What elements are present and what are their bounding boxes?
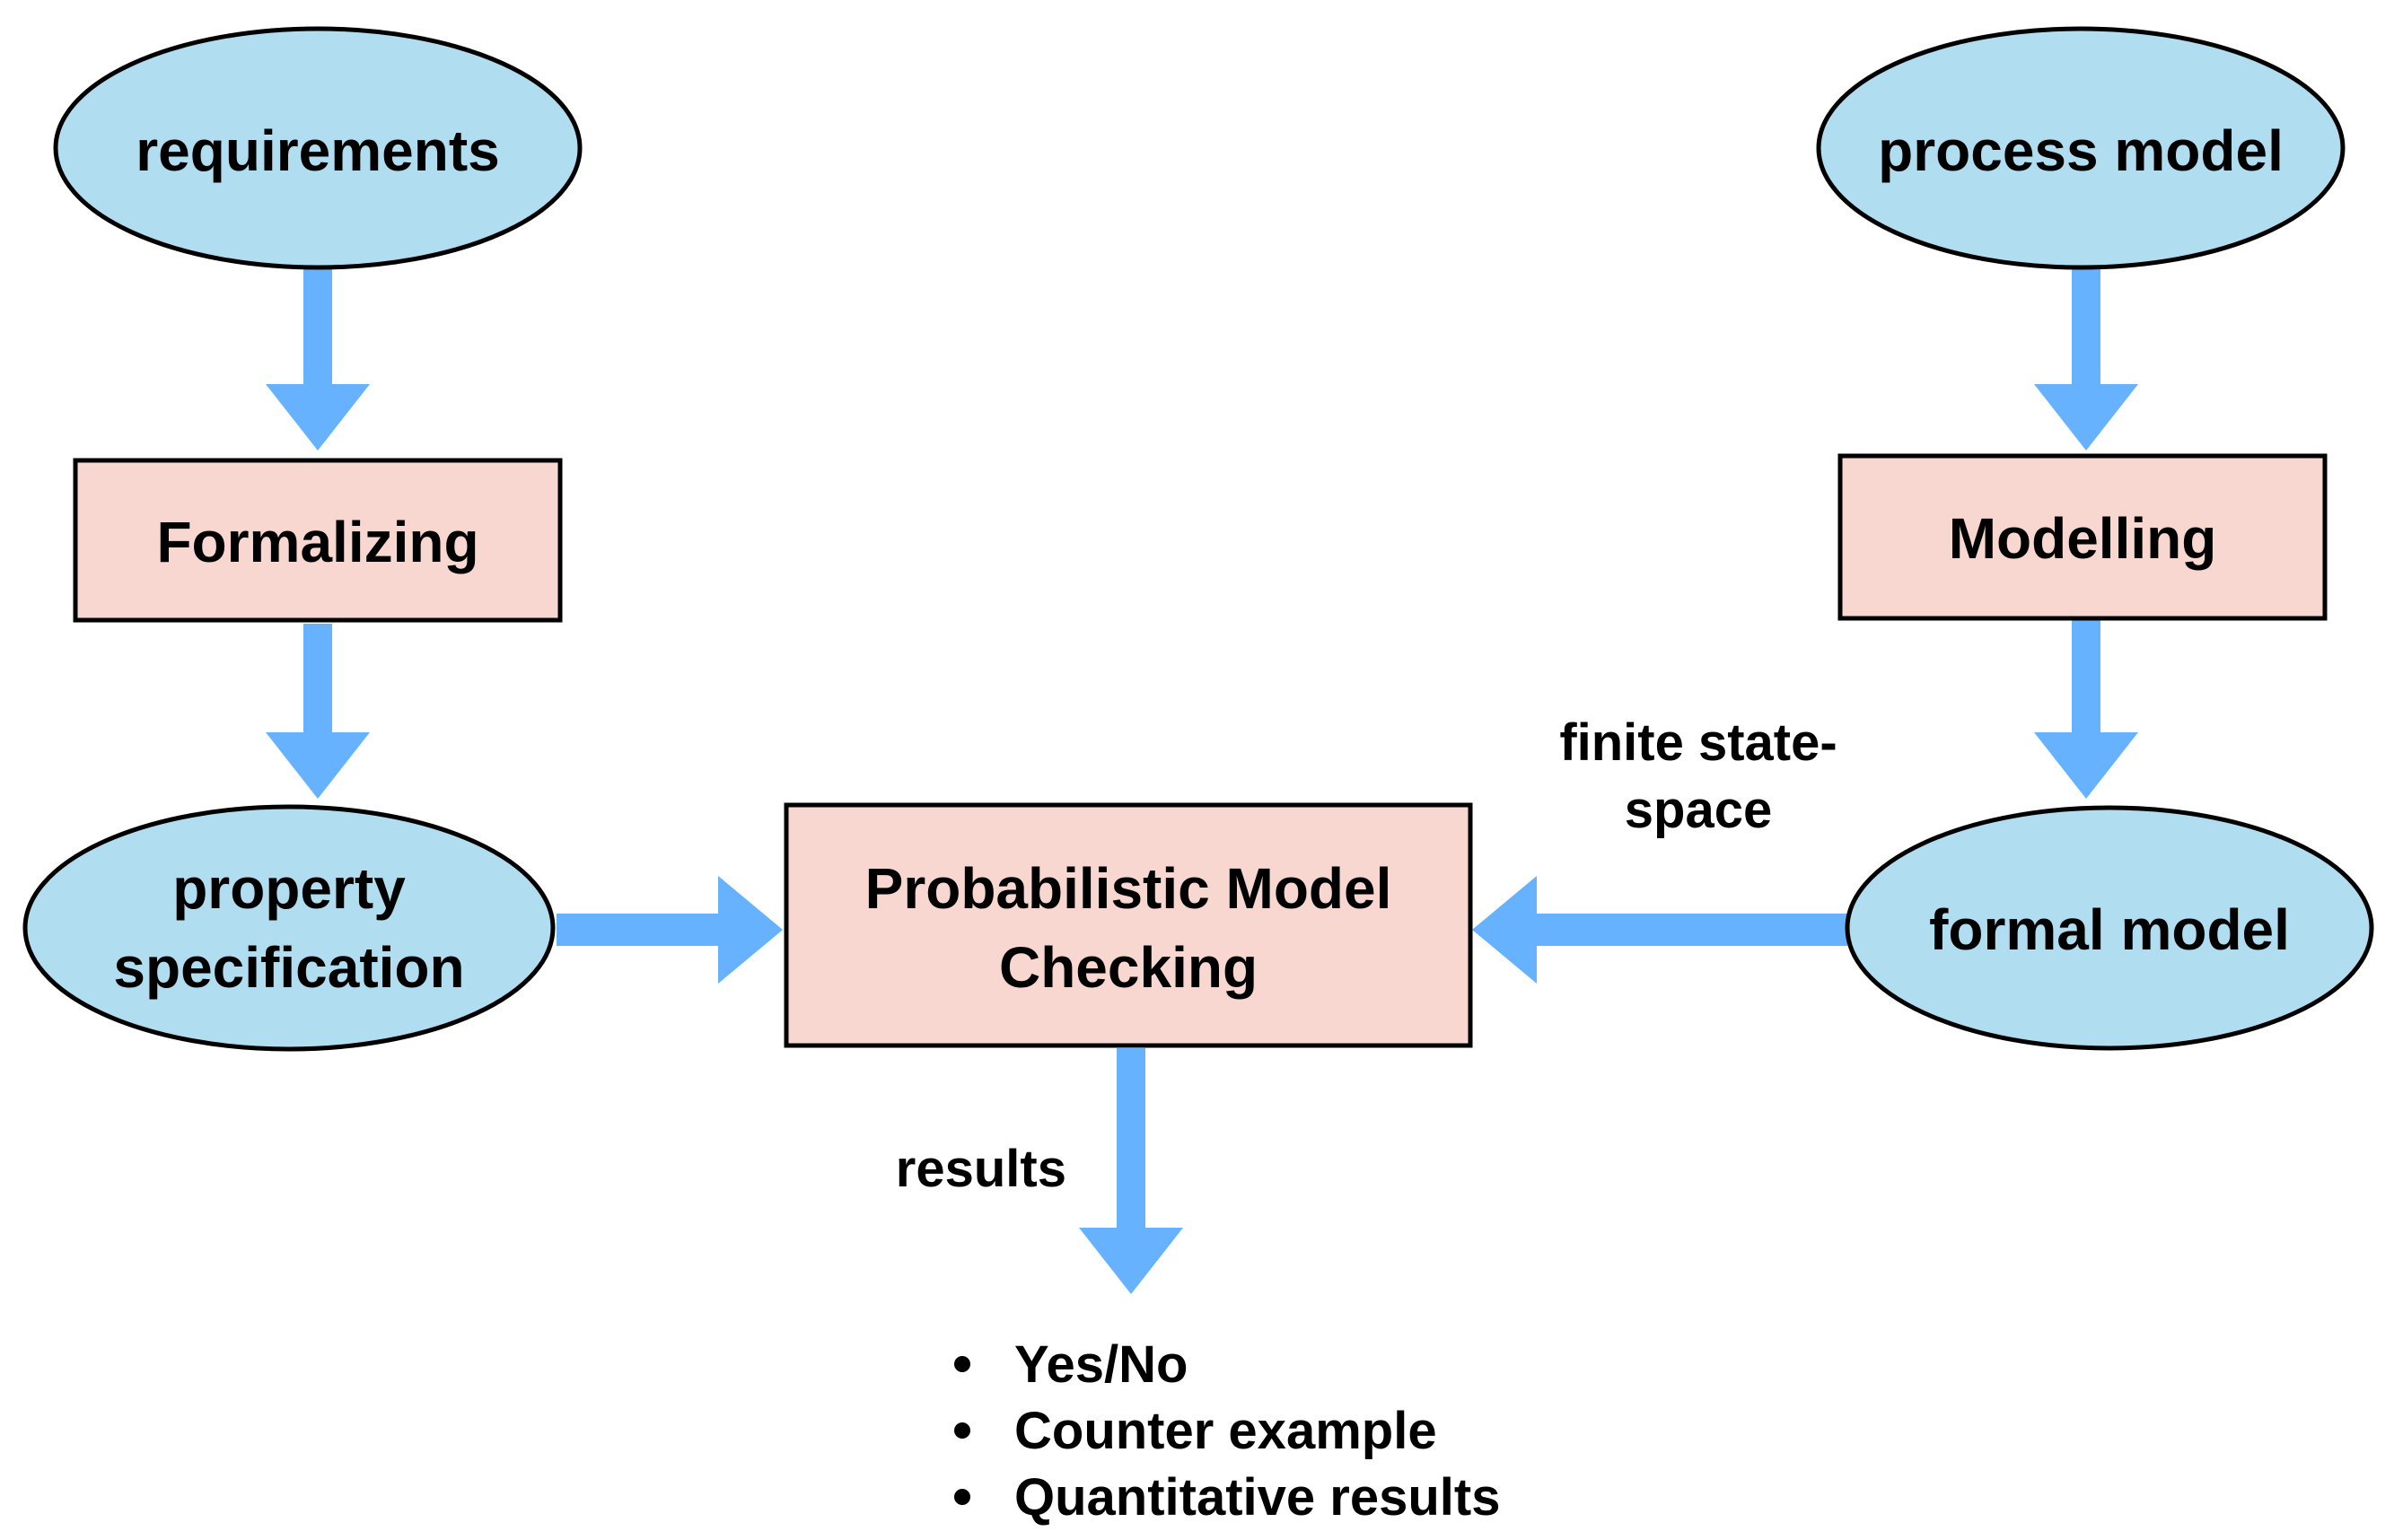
bullet-icon <box>954 1489 970 1505</box>
results-list-item-text: Counter example <box>1014 1402 1437 1460</box>
node-formalizing: Formalizing <box>73 458 563 623</box>
node-modelling-label: Modelling <box>1949 506 2217 571</box>
bullet-icon <box>954 1356 970 1372</box>
node-checking-line-1: Probabilistic Model <box>865 856 1392 921</box>
arrow-requirements-to-formalizing <box>266 269 370 451</box>
edge-label-finite-state-space: finite state- space <box>1559 713 1837 839</box>
arrow-checking-to-results <box>1079 1048 1183 1294</box>
edge-label-finite-state-space-line-1: finite state- <box>1559 713 1837 772</box>
results-list-item: Yes/No <box>954 1335 1188 1394</box>
results-list-item-text: Yes/No <box>1014 1335 1188 1394</box>
node-probabilistic-model-checking: Probabilistic Model Checking <box>784 802 1473 1048</box>
results-list-item: Counter example <box>954 1402 1437 1460</box>
edge-label-finite-state-space-line-2: space <box>1625 781 1772 839</box>
node-formal-model: formal model <box>1845 805 2374 1051</box>
arrow-process-model-to-modelling <box>2034 269 2138 451</box>
node-checking-line-2: Checking <box>999 935 1258 1000</box>
node-property-specification: property specification <box>22 804 556 1052</box>
arrow-property-specification-to-checking <box>557 876 783 984</box>
results-list: Yes/No Counter example Quantitative resu… <box>954 1335 1500 1527</box>
node-requirements: requirements <box>53 26 583 270</box>
results-list-item-text: Quantitative results <box>1014 1468 1500 1527</box>
node-modelling: Modelling <box>1837 453 2328 621</box>
arrow-modelling-to-formal-model <box>2034 619 2138 799</box>
arrows <box>266 269 2138 1294</box>
node-requirements-label: requirements <box>136 118 499 183</box>
node-property-specification-line-1: property <box>172 856 406 921</box>
bullet-icon <box>954 1422 970 1439</box>
node-formal-model-label: formal model <box>1929 897 2290 962</box>
node-process-model-label: process model <box>1878 118 2284 183</box>
edge-label-results: results <box>896 1140 1066 1198</box>
node-process-model: process model <box>1816 26 2346 270</box>
node-formalizing-label: Formalizing <box>156 510 478 574</box>
arrow-formalizing-to-property-specification <box>266 624 370 799</box>
node-property-specification-line-2: specification <box>113 935 464 1000</box>
arrow-formal-model-to-checking <box>1472 876 1847 984</box>
results-list-item: Quantitative results <box>954 1468 1500 1527</box>
